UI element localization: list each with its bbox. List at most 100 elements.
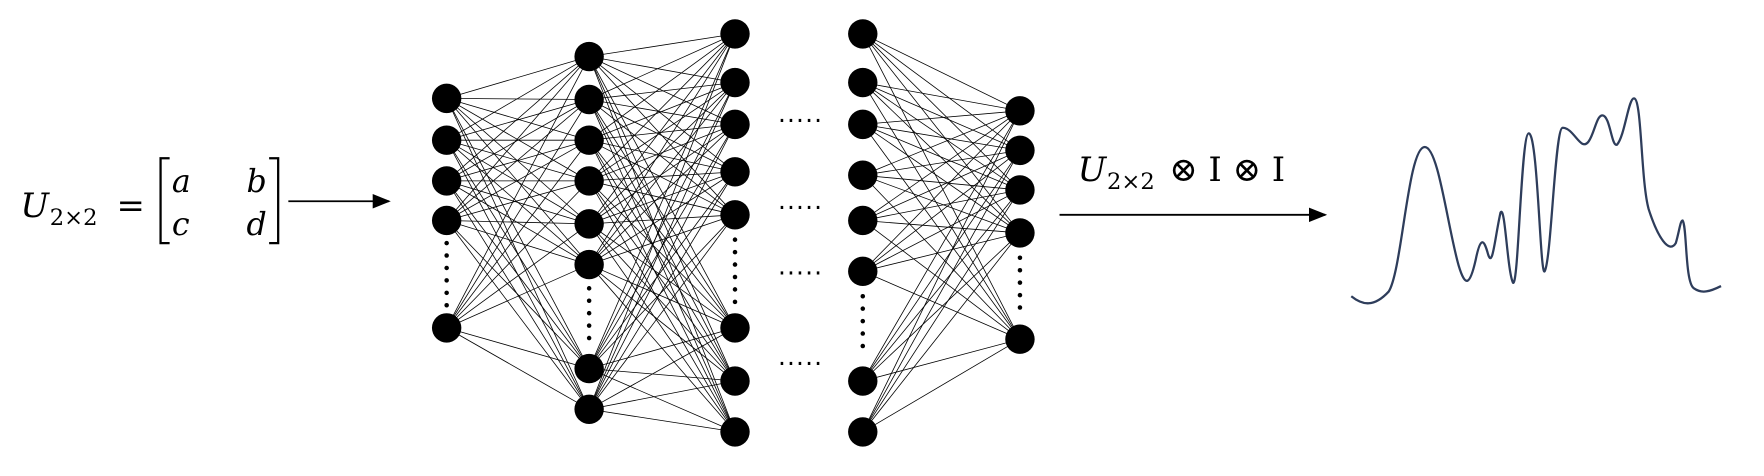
edge xyxy=(446,220,590,265)
neuron-node xyxy=(574,41,604,72)
equals-sign: = xyxy=(116,186,144,225)
edge xyxy=(588,82,736,265)
horizontal-ellipsis: ····· xyxy=(778,259,823,288)
edge xyxy=(589,380,736,410)
edge xyxy=(862,338,1021,382)
vertical-ellipsis-dot xyxy=(586,310,592,316)
edge xyxy=(862,33,1021,340)
neuron-node xyxy=(1005,324,1035,354)
edge xyxy=(588,33,736,225)
edge xyxy=(588,139,736,216)
horizontal-ellipsis: ····· xyxy=(778,349,823,378)
matrix-c: c xyxy=(172,207,190,243)
edge xyxy=(446,99,590,182)
neuron-node xyxy=(574,166,604,196)
edge xyxy=(446,220,590,369)
edge xyxy=(588,124,736,265)
edge xyxy=(862,232,1021,272)
neuron-node xyxy=(574,209,604,239)
neuron-node xyxy=(848,19,878,49)
neuron-node xyxy=(720,417,750,447)
edge xyxy=(862,124,1021,191)
edge xyxy=(589,82,736,100)
matrix-d: d xyxy=(247,207,267,243)
vertical-ellipsis-dot xyxy=(444,290,449,296)
edge xyxy=(862,174,1020,191)
edge xyxy=(862,232,1021,382)
edge xyxy=(588,99,736,433)
vertical-ellipsis-dot xyxy=(860,306,866,311)
vertical-ellipsis-dot xyxy=(1017,305,1023,310)
vertical-ellipsis-dot xyxy=(444,265,449,271)
edge xyxy=(446,180,590,225)
neuron-node xyxy=(1005,96,1035,126)
neuron-node xyxy=(848,417,878,447)
vertical-ellipsis-dot xyxy=(732,287,738,292)
edge xyxy=(588,82,736,410)
neuron-node xyxy=(720,109,750,140)
edge xyxy=(588,139,736,329)
edge xyxy=(588,33,736,410)
edge xyxy=(446,220,590,410)
network-nodes xyxy=(431,19,1035,447)
neuron-node xyxy=(848,160,878,190)
edge xyxy=(862,82,1021,191)
edge xyxy=(862,33,1021,112)
edge xyxy=(862,220,1021,340)
neuron-node xyxy=(720,366,750,396)
input-matrix-formula: U 2×2 = a b c d xyxy=(20,157,280,245)
vertical-ellipsis-dot xyxy=(732,299,738,305)
vertical-ellipsis-dot xyxy=(1017,255,1023,261)
edge xyxy=(588,33,736,100)
neuron-node xyxy=(848,109,878,140)
edge xyxy=(862,150,1021,221)
vertical-ellipsis-dot xyxy=(732,237,738,242)
network-edges xyxy=(446,33,1021,433)
edge xyxy=(446,99,590,329)
edge xyxy=(446,99,590,141)
edge xyxy=(589,139,736,173)
edge xyxy=(589,99,736,125)
edge xyxy=(589,171,736,182)
neuron-node xyxy=(574,394,604,424)
edge xyxy=(588,171,736,265)
vertical-ellipsis-dot xyxy=(732,274,738,280)
edge xyxy=(862,82,1021,151)
edge xyxy=(588,82,736,369)
edge xyxy=(862,110,1021,272)
edge xyxy=(862,174,1021,340)
vertical-ellipsis-dot xyxy=(586,298,592,304)
neuron-node xyxy=(720,67,750,98)
edge xyxy=(446,139,590,329)
edge xyxy=(446,139,590,221)
vertical-ellipsis-dot xyxy=(586,286,592,291)
neuron-node xyxy=(574,353,604,384)
vertical-ellipsis-dot xyxy=(860,343,866,349)
neuron-node xyxy=(848,256,878,287)
edge xyxy=(588,124,736,182)
edge xyxy=(862,150,1021,382)
neuron-node xyxy=(431,166,462,196)
edge xyxy=(588,264,736,382)
edge xyxy=(588,33,736,265)
edge xyxy=(446,180,590,265)
vertical-ellipsis-dot xyxy=(444,303,449,308)
edge xyxy=(862,33,1021,234)
edge xyxy=(862,124,1021,340)
vertical-ellipsis-dot xyxy=(860,293,866,299)
edge xyxy=(588,99,736,329)
edge xyxy=(446,264,590,329)
neuron-node xyxy=(1005,135,1035,166)
op-u-symbol: U xyxy=(1078,150,1108,189)
edge xyxy=(446,99,590,221)
matrix-b: b xyxy=(247,164,267,200)
edge xyxy=(862,33,1021,191)
edge xyxy=(588,99,736,382)
neuron-node xyxy=(574,84,604,115)
edge xyxy=(588,214,736,410)
edge xyxy=(589,327,736,369)
edge xyxy=(588,223,736,433)
edge xyxy=(862,174,1021,234)
edge xyxy=(588,82,736,182)
